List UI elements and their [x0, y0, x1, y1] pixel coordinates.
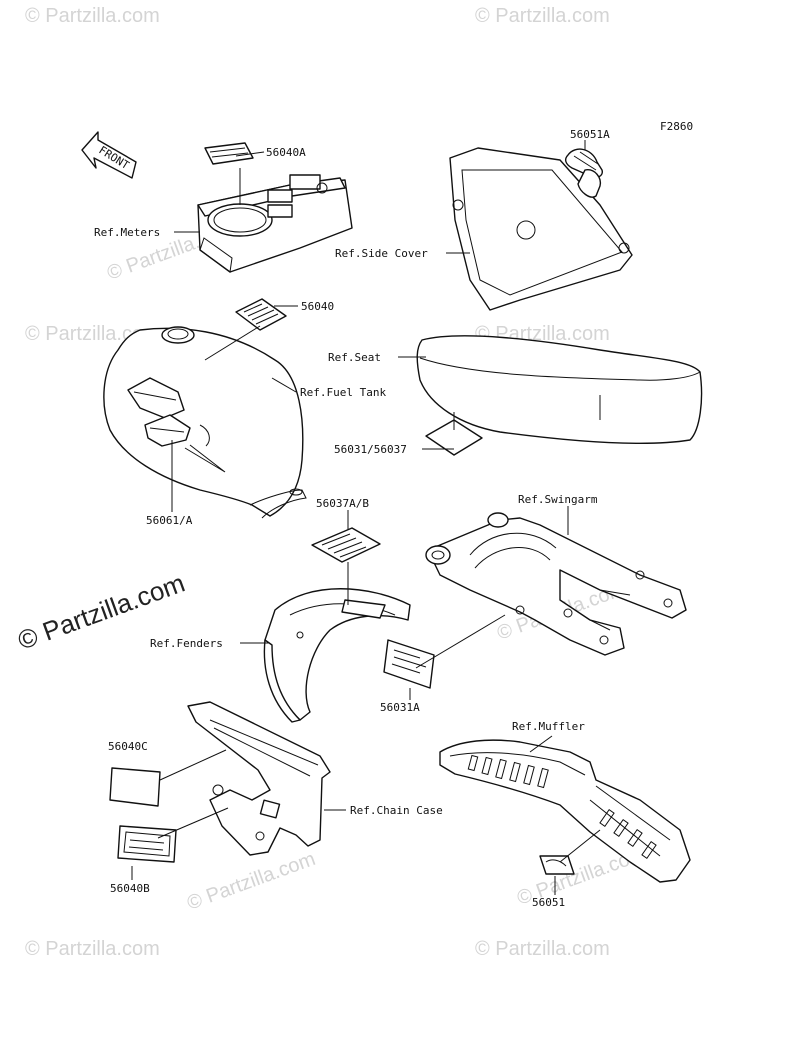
label-56040B-part [117, 825, 177, 863]
watermark: © Partzilla.com [475, 5, 610, 27]
muffler-part [439, 739, 691, 883]
chain-case-part [187, 701, 331, 856]
label-56031-56037: 56031/56037 [334, 443, 407, 456]
watermark: © Partzilla.com [25, 5, 160, 27]
seat-part [416, 335, 703, 445]
leader-lines [131, 140, 601, 895]
label-56040: 56040 [301, 300, 334, 313]
watermark: © Partzilla.com [25, 938, 160, 960]
label-56061-A: 56061/A [146, 514, 193, 527]
label-ref-side-cover: Ref.Side Cover [335, 247, 428, 260]
watermark: © Partzilla.com [184, 848, 318, 915]
emblem-56051-part [539, 855, 575, 875]
label-56037AB: 56037A/B [316, 497, 369, 510]
label-56031A: 56031A [380, 701, 420, 714]
emblem-56051A-part [564, 148, 603, 198]
label-56051: 56051 [532, 896, 565, 909]
callout-labels: 56040A Ref.Meters 56051A Ref.Side Cover … [94, 128, 610, 909]
label-56051A: 56051A [570, 128, 610, 141]
label-ref-meters: Ref.Meters [94, 226, 160, 239]
label-56040A: 56040A [266, 146, 306, 159]
label-56037AB-part [311, 527, 381, 563]
watermark: © Partzilla.com [475, 938, 610, 960]
label-ref-fenders: Ref.Fenders [150, 637, 223, 650]
front-arrow-icon: FRONT [81, 131, 137, 179]
swingarm-part [425, 512, 687, 656]
label-56040B: 56040B [110, 882, 150, 895]
meters-part [197, 142, 353, 273]
label-56040C-part [109, 767, 161, 807]
label-ref-chain-case: Ref.Chain Case [350, 804, 443, 817]
label-56031A-part [383, 639, 435, 689]
fuel-tank-part [103, 326, 307, 519]
fenders-part [263, 588, 411, 723]
label-56040-part [235, 298, 287, 331]
label-56040C: 56040C [108, 740, 148, 753]
label-ref-swingarm: Ref.Swingarm [518, 493, 598, 506]
label-ref-muffler: Ref.Muffler [512, 720, 585, 733]
diagram-code: F2860 [660, 120, 693, 133]
side-cover-part [449, 147, 633, 311]
label-ref-seat: Ref.Seat [328, 351, 381, 364]
label-ref-fuel-tank: Ref.Fuel Tank [300, 386, 386, 399]
